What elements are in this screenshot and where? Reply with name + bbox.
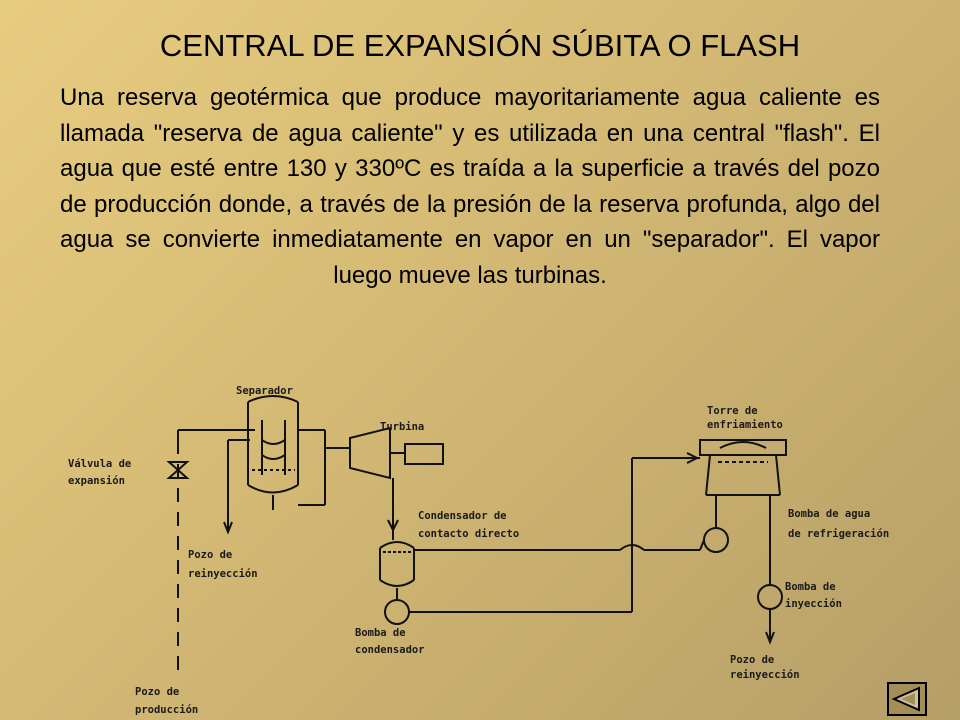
separator-vessel	[247, 395, 299, 494]
label-valvula-2: expansión	[68, 475, 125, 487]
label-condensador-1: Condensador de	[418, 510, 507, 522]
label-turbina: Turbina	[380, 421, 424, 433]
label-valvula-1: Válvula de	[68, 458, 131, 470]
back-button[interactable]	[887, 682, 927, 716]
turbine-icon	[349, 426, 391, 480]
label-torre-1: Torre de	[707, 405, 758, 417]
label-bomba-cond-1: Bomba de	[355, 627, 406, 639]
label-torre-2: enfriamiento	[707, 419, 783, 431]
condenser-pump-icon	[384, 599, 410, 625]
generator-icon	[404, 443, 444, 465]
label-pozo-prod-1: Pozo de	[135, 686, 179, 698]
expansion-valve-icon	[166, 461, 190, 479]
label-bomba-iny-2: inyección	[785, 598, 842, 610]
label-separador: Separador	[236, 385, 293, 397]
flash-plant-diagram: Separador Turbina Válvula de expansión P…	[68, 385, 889, 716]
slide-title: CENTRAL DE EXPANSIÓN SÚBITA O FLASH	[159, 28, 801, 63]
cooling-tower	[699, 439, 787, 496]
label-pozo-prod-2: producción	[135, 704, 198, 716]
slide-body-text: Una reserva geotérmica que produce mayor…	[60, 84, 880, 289]
label-bomba-agua-1: Bomba de agua	[788, 508, 870, 520]
label-pozo-reiny2-2: reinyección	[730, 669, 800, 681]
label-pozo-reiny-1: Pozo de	[188, 549, 232, 561]
cooling-water-pump-icon	[703, 527, 729, 553]
condenser-vessel	[379, 541, 415, 587]
label-bomba-iny-1: Bomba de	[785, 581, 836, 593]
label-condensador-2: contacto directo	[418, 528, 519, 540]
label-pozo-reiny2-1: Pozo de	[730, 654, 774, 666]
label-bomba-agua-2: de refrigeración	[788, 528, 889, 540]
label-pozo-reiny-2: reinyección	[188, 568, 258, 580]
injection-pump-icon	[757, 584, 783, 610]
back-triangle-icon	[891, 686, 920, 712]
label-bomba-cond-2: condensador	[355, 644, 425, 656]
